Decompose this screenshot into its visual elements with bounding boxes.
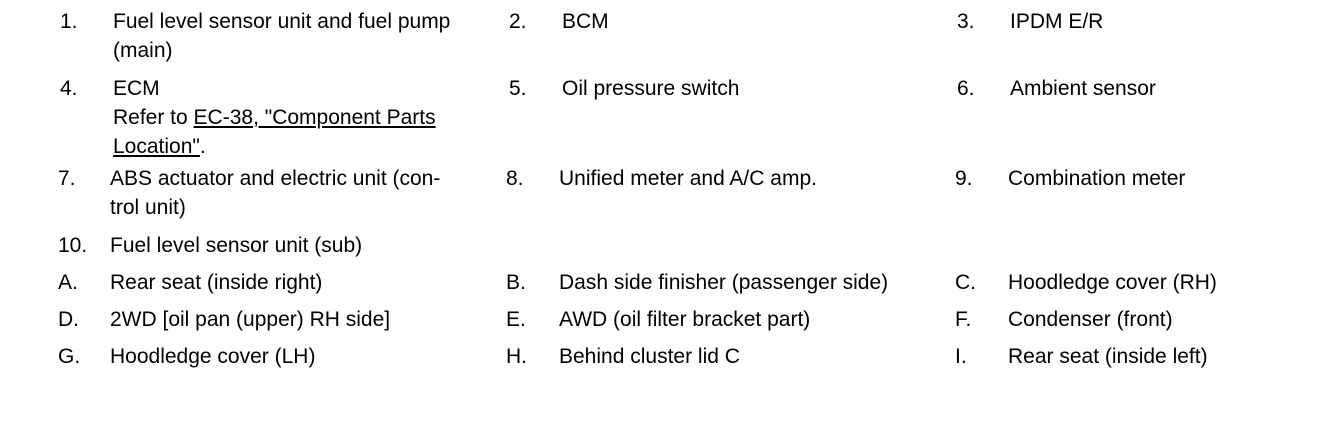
item-h-key: H. [506,345,527,368]
item-i-key: I. [955,345,967,368]
item-a-label: Rear seat (inside right) [110,271,323,294]
item-i-label: Rear seat (inside left) [1008,345,1208,368]
item-4-key: 4. [60,77,78,100]
item-8-key: 8. [506,167,524,190]
item-4-ref-line2: Location". [113,132,206,161]
item-e-label: AWD (oil filter bracket part) [559,308,811,331]
item-4-ref-link[interactable]: EC-38, "Component Parts [193,106,436,129]
item-d-key: D. [58,308,79,331]
item-b-label: Dash side finisher (passenger side) [559,271,889,294]
item-b-key: B. [506,271,526,294]
item-f-key: F. [955,308,972,331]
item-h-label: Behind cluster lid C [559,345,740,368]
item-10-key: 10. [58,234,88,257]
item-1-label-line1: Fuel level sensor unit and fuel pump [113,10,451,33]
item-6-key: 6. [957,77,975,100]
item-5-key: 5. [509,77,527,100]
item-4-ref-suffix: . [199,135,206,158]
item-e-key: E. [506,308,526,331]
item-3-label: IPDM E/R [1010,10,1104,33]
item-8-label: Unified meter and A/C amp. [559,167,817,190]
item-9-label: Combination meter [1008,167,1186,190]
item-4-ref-prefix: Refer to [113,106,194,129]
item-7-label-line1: ABS actuator and electric unit (con- [110,167,441,190]
item-f-label: Condenser (front) [1008,308,1173,331]
item-c-label: Hoodledge cover (RH) [1008,271,1217,294]
item-7-key: 7. [58,167,76,190]
item-d-label: 2WD [oil pan (upper) RH side] [110,308,391,331]
item-10-label: Fuel level sensor unit (sub) [110,234,363,257]
item-6-label: Ambient sensor [1010,77,1156,100]
item-1-label-line2: (main) [113,39,173,62]
item-9-key: 9. [955,167,973,190]
item-c-key: C. [955,271,976,294]
item-7-label-line2: trol unit) [110,196,186,219]
item-4-ref-line1: Refer to EC-38, "Component Parts [113,103,436,132]
item-4-ref-link-cont[interactable]: Location" [113,135,200,158]
item-3-key: 3. [957,10,975,33]
item-a-key: A. [58,271,78,294]
item-4-label: ECM [113,77,160,100]
item-g-label: Hoodledge cover (LH) [110,345,316,368]
item-g-key: G. [58,345,81,368]
item-5-label: Oil pressure switch [562,77,740,100]
item-1-key: 1. [60,10,78,33]
item-2-label: BCM [562,10,609,33]
item-2-key: 2. [509,10,527,33]
